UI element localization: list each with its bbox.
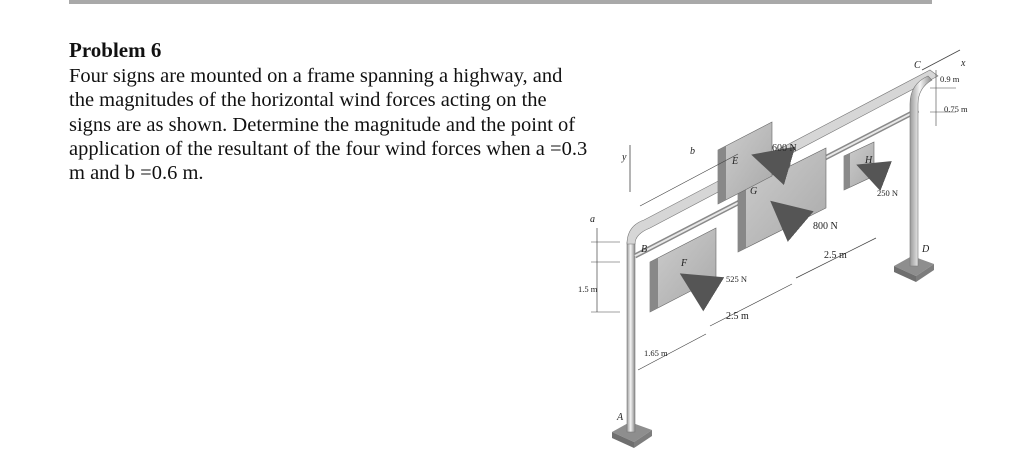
force-arrow-E [751,146,796,186]
dim-line-b [639,153,739,207]
sign-F [649,227,717,313]
label-a: a [590,214,595,225]
label-H: H [864,155,873,166]
label-B: B [641,244,647,255]
label-x: x [960,58,966,69]
force-arrow-H [856,161,892,191]
label-force-G: 800 N [813,221,838,232]
force-arrow-G [770,200,814,242]
label-1-5-m: 1.5 m [578,284,598,294]
frame-figure: y x C D A B E F G H b a 1.5 m 1.65 m 2.5… [560,30,1000,459]
dim-line-1-65 [637,333,707,371]
label-0-9-m: 0.9 m [940,74,960,84]
top-divider [69,0,932,4]
label-E: E [731,156,738,167]
label-y: y [621,152,627,163]
label-C: C [914,60,921,71]
label-0-75-m: 0.75 m [944,104,968,114]
label-2-5-m-right: 2.5 m [824,250,847,261]
label-D: D [921,244,930,255]
label-force-E: 600 N [772,143,797,154]
sign-H [843,141,875,191]
sign-G [737,147,827,253]
frame-diagram: y x C D A B E F G H b a 1.5 m 1.65 m 2.5… [578,49,968,448]
x-axis-line [921,49,961,71]
label-2-5-m-left: 2.5 m [726,311,749,322]
label-1-65-m: 1.65 m [644,348,668,358]
label-b: b [690,146,695,157]
problem-statement: Problem 6 Four signs are mounted on a fr… [69,38,589,185]
dim-line-2-5-left [709,283,793,327]
label-G: G [750,186,757,197]
label-force-H: 250 N [877,188,898,198]
label-F: F [680,258,688,269]
force-arrow-F [679,273,725,312]
dim-line-2-5-right [795,237,877,279]
problem-text: Four signs are mounted on a frame spanni… [69,65,588,185]
label-force-F: 525 N [726,274,747,284]
label-A: A [616,412,624,423]
right-post [909,75,933,267]
problem-title: Problem 6 [69,38,162,62]
